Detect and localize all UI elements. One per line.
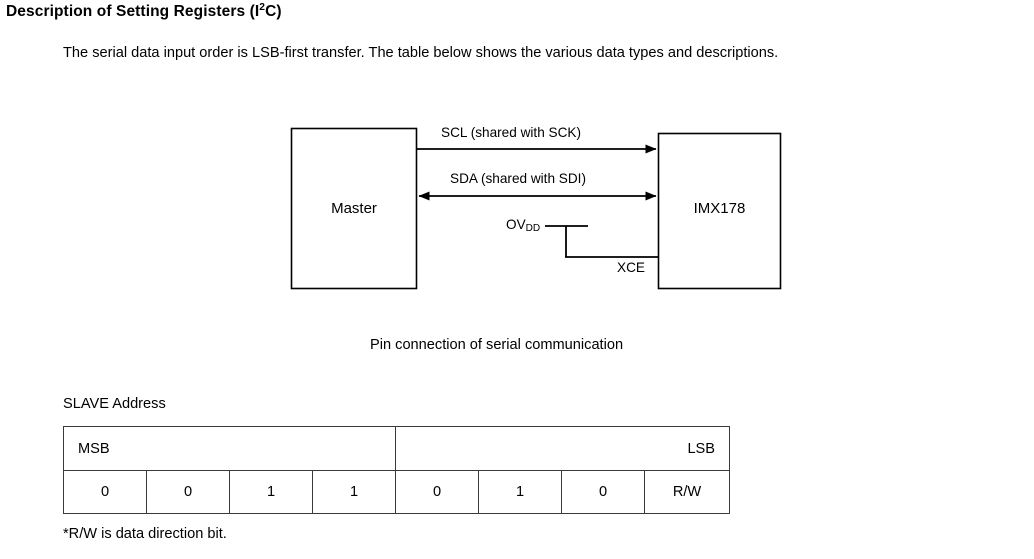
diagram-caption: Pin connection of serial communication [370, 337, 624, 353]
lsb-label: LSB [394, 426, 731, 471]
table-row: 0 0 1 1 0 1 0 R/W [63, 470, 731, 514]
bit-cell-7: R/W [643, 470, 731, 514]
bit-cell-1: 0 [146, 470, 230, 514]
device-block-label: IMX178 [693, 200, 746, 217]
intro-paragraph: The serial data input order is LSB-first… [63, 45, 779, 61]
scl-signal-label: SCL (shared with SCK) [441, 125, 582, 140]
page-title-superscript: 2 [259, 1, 266, 13]
slave-address-section-label: SLAVE Address [63, 396, 166, 412]
bit-cell-5: 1 [478, 470, 562, 514]
page-title: Description of Setting Registers (I2C) [6, 1, 282, 21]
ovdd-base-text: OV [506, 217, 526, 232]
page-title-text-before: Description of Setting Registers (I [6, 3, 260, 20]
master-block-label: Master [331, 200, 377, 217]
bit-cell-4: 0 [395, 470, 479, 514]
bit-cell-0: 0 [63, 470, 147, 514]
ovdd-supply-label: OVDD [506, 217, 541, 234]
slave-address-table: MSB LSB 0 0 1 1 0 1 0 R/W [63, 426, 731, 514]
sda-signal-label: SDA (shared with SDI) [450, 171, 586, 186]
slave-address-footnote: *R/W is data direction bit. [63, 526, 227, 542]
msb-label: MSB [63, 426, 396, 471]
bit-cell-2: 1 [229, 470, 313, 514]
ovdd-subscript-text: DD [525, 223, 541, 234]
page-title-text-after: C) [265, 3, 282, 20]
bit-cell-3: 1 [312, 470, 396, 514]
xce-signal-label: XCE [617, 260, 645, 275]
bit-cell-6: 0 [561, 470, 645, 514]
table-header-row: MSB LSB [63, 426, 731, 471]
